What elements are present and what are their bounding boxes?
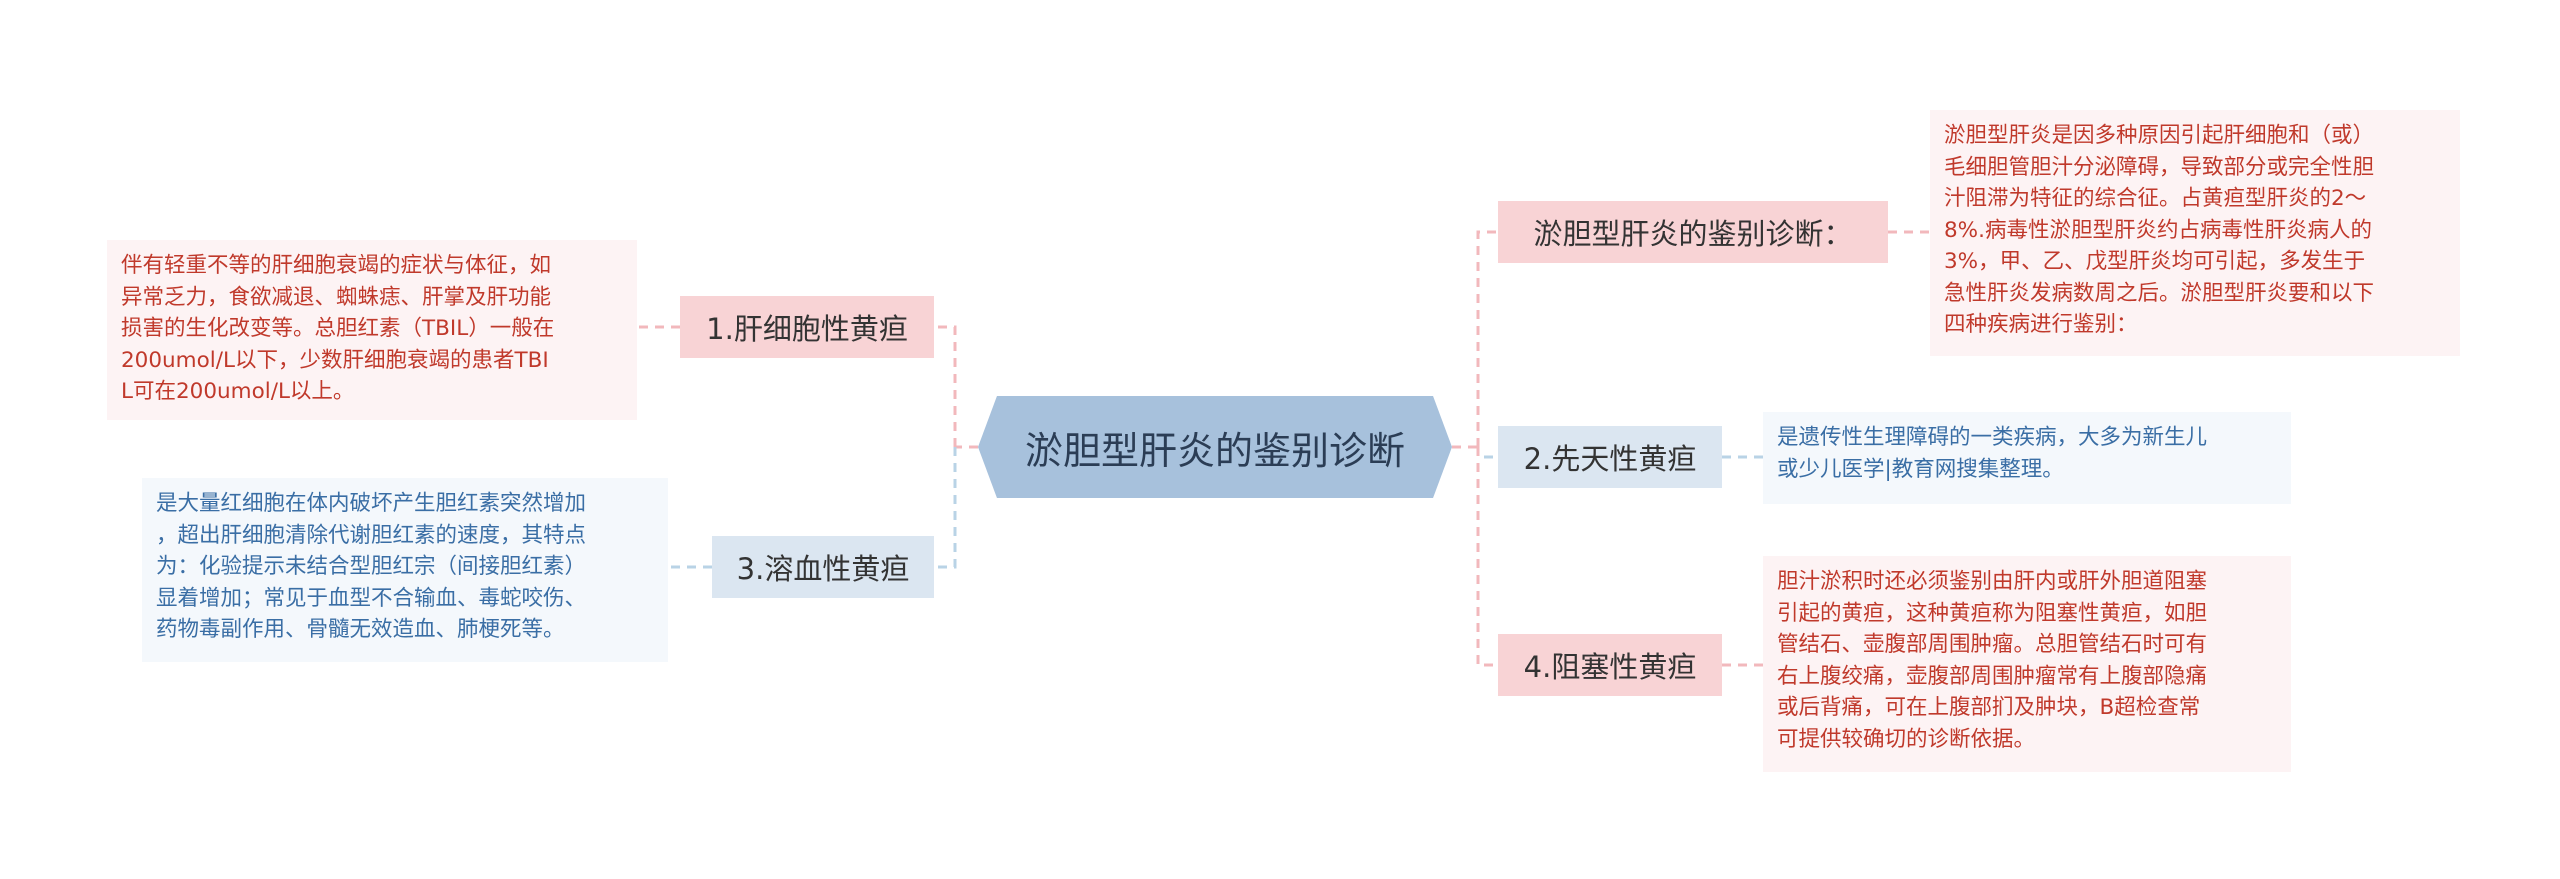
branch-obstructive-jaundice[interactable]: 4.阻塞性黄疸 (1498, 634, 1722, 696)
desc-obstructive-jaundice: 胆汁淤积时还必须鉴别由肝内或肝外胆道阻塞 引起的黄疸，这种黄疸称为阻塞性黄疸，如… (1763, 556, 2291, 772)
desc-differential-diagnosis-intro: 淤胆型肝炎是因多种原因引起肝细胞和（或） 毛细胆管胆汁分泌障碍，导致部分或完全性… (1930, 110, 2460, 356)
desc-congenital-jaundice: 是遗传性生理障碍的一类疾病，大多为新生儿 或少儿医学|教育网搜集整理。 (1763, 412, 2291, 504)
desc-hemolytic-jaundice: 是大量红细胞在体内破坏产生胆红素突然增加 ，超出肝细胞清除代谢胆红素的速度，其特… (142, 478, 668, 662)
branch-congenital-jaundice[interactable]: 2.先天性黄疸 (1498, 426, 1722, 488)
branch-differential-diagnosis-intro[interactable]: 淤胆型肝炎的鉴别诊断： (1498, 201, 1888, 263)
central-topic[interactable]: 淤胆型肝炎的鉴别诊断 (978, 396, 1452, 498)
desc-hepatocellular-jaundice: 伴有轻重不等的肝细胞衰竭的症状与体征，如 异常乏力，食欲减退、蜘蛛痣、肝掌及肝功… (107, 240, 637, 420)
branch-hemolytic-jaundice[interactable]: 3.溶血性黄疸 (712, 536, 934, 598)
branch-hepatocellular-jaundice[interactable]: 1.肝细胞性黄疸 (680, 296, 934, 358)
